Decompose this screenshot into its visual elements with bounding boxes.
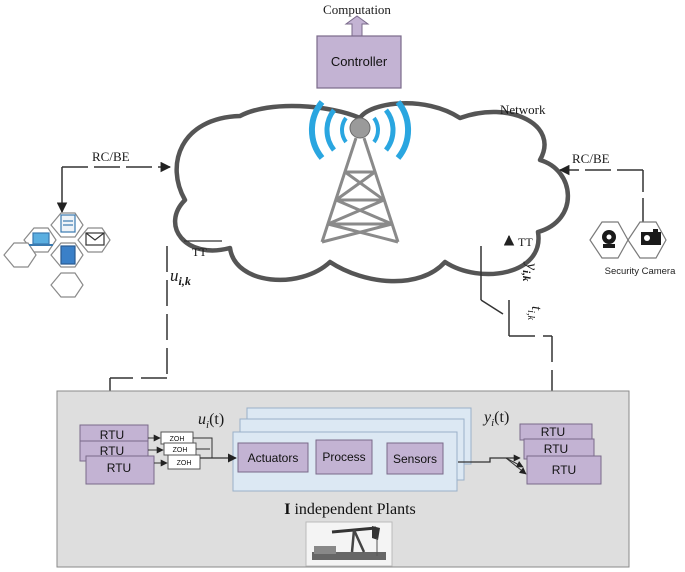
t-ik-label: ti,k [525,306,544,320]
rtu-right-3 [526,455,602,485]
plants-title: I independent Plants [284,501,416,518]
process-block [315,439,373,475]
computation-arrow [344,15,370,37]
tt-left-label: TT [192,245,207,259]
process-label: Process [322,450,365,464]
controller-label: Controller [331,54,388,69]
output-signal-arrow-3 [505,457,527,475]
security-camera-icon [589,221,667,259]
computation-label: Computation [323,2,391,17]
y-ik-label: yi,k [520,261,540,282]
sensors-block [386,442,444,475]
tt-right-label: TT [518,235,533,249]
rtu-left-1-label: RTU [100,428,124,442]
zoh-3 [167,454,201,470]
rtu-left-2-label: RTU [100,444,124,458]
rc-be-right-label: RC/BE [572,151,610,166]
controller-box [316,35,402,89]
u-t-label: ui(t) [198,411,224,431]
office-devices-icon [3,212,111,298]
rtu-right-1-label: RTU [541,425,565,439]
y-t-label: yi(t) [482,409,509,429]
rtu-right-2-label: RTU [544,442,568,456]
zoh-3-label: ZOH [177,460,192,467]
rc-be-left-label: RC/BE [92,149,130,164]
sensors-label: Sensors [393,452,437,466]
actuators-block [237,442,309,473]
zoh-1-label: ZOH [170,436,185,443]
rtu-left-3 [85,455,155,485]
output-signal-arrow-2 [505,457,524,468]
output-signal-line [458,457,518,463]
uplink-switch [480,299,504,315]
zoh-2-label: ZOH [173,447,188,454]
actuators-label: Actuators [248,451,299,465]
rtu-left-3-label: RTU [107,461,131,475]
network-label: Network [500,102,546,117]
network-cloud [172,101,571,284]
zoh-merge-1 [193,437,213,458]
u-ik-label: ui,k [170,266,191,288]
oil-pumpjack-image [305,521,393,567]
rtu-right-3-label: RTU [552,463,576,477]
antenna-tower-icon [309,100,411,244]
security-camera-label: Security Camera [605,266,676,277]
